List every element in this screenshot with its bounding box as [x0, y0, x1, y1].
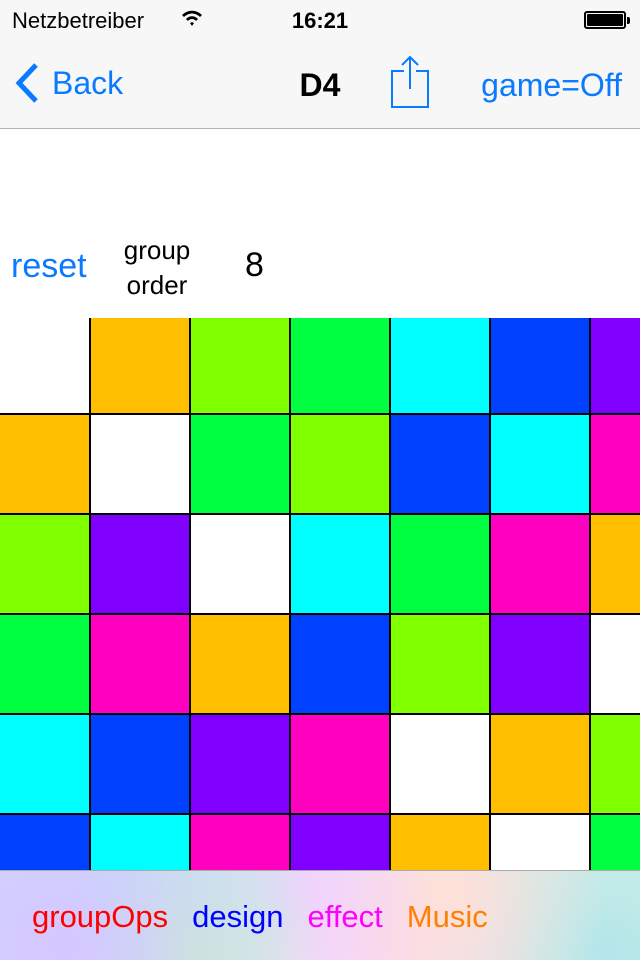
grid-cell-lime[interactable]: [190, 318, 290, 414]
grid-cell-green[interactable]: [0, 614, 90, 714]
grid-cell-orange[interactable]: [190, 614, 290, 714]
grid-cell-violet[interactable]: [290, 814, 390, 870]
grid-cell-orange[interactable]: [90, 318, 190, 414]
share-button[interactable]: [390, 55, 430, 114]
back-button[interactable]: Back: [14, 62, 123, 104]
grid-cell-blue[interactable]: [290, 614, 390, 714]
grid-cell-white[interactable]: [390, 714, 490, 814]
grid-cell-white[interactable]: [490, 814, 590, 870]
tab-music[interactable]: Music: [406, 899, 488, 934]
tab-design[interactable]: design: [192, 899, 284, 934]
grid-cell-violet[interactable]: [590, 318, 640, 414]
grid-cell-blue[interactable]: [0, 814, 90, 870]
grid-cell-magenta[interactable]: [190, 814, 290, 870]
grid-cell-white[interactable]: [590, 614, 640, 714]
grid-cell-lime[interactable]: [0, 514, 90, 614]
share-icon: [391, 55, 429, 108]
grid-cell-lime[interactable]: [390, 614, 490, 714]
grid-cell-magenta[interactable]: [490, 514, 590, 614]
group-order-value: 8: [245, 246, 264, 284]
tab-groupops[interactable]: groupOps: [32, 899, 169, 934]
grid-cell-blue[interactable]: [490, 318, 590, 414]
grid-cell-white[interactable]: [90, 414, 190, 514]
grid-cell-blue[interactable]: [390, 414, 490, 514]
group-order-label-line1: group: [123, 235, 191, 265]
navigation-bar: Back D4 game=Off: [0, 40, 640, 129]
status-bar: Netzbetreiber 16:21: [0, 0, 640, 40]
grid-cell-green[interactable]: [390, 514, 490, 614]
grid-cell-violet[interactable]: [490, 614, 590, 714]
grid-cell-cyan[interactable]: [290, 514, 390, 614]
grid-cell-violet[interactable]: [90, 514, 190, 614]
grid-cell-green[interactable]: [290, 318, 390, 414]
group-order-label: group order: [107, 233, 207, 303]
grid-cell-blue[interactable]: [90, 714, 190, 814]
grid-cell-cyan[interactable]: [490, 414, 590, 514]
grid-cell-magenta[interactable]: [590, 414, 640, 514]
battery-icon: [584, 11, 630, 29]
grid-cell-green[interactable]: [190, 414, 290, 514]
group-order-label-line2: order: [126, 270, 188, 300]
grid-cell-magenta[interactable]: [290, 714, 390, 814]
grid-cell-magenta[interactable]: [90, 614, 190, 714]
grid-cell-orange[interactable]: [590, 514, 640, 614]
reset-button[interactable]: reset: [11, 247, 87, 285]
grid-cell-violet[interactable]: [190, 714, 290, 814]
clock: 16:21: [291, 8, 349, 33]
cayley-table-grid: [0, 318, 640, 870]
grid-cell-cyan[interactable]: [90, 814, 190, 870]
grid-cell-orange[interactable]: [390, 814, 490, 870]
game-toggle-button[interactable]: game=Off: [481, 67, 622, 103]
chevron-left-icon: [15, 63, 38, 103]
carrier-label: Netzbetreiber: [12, 8, 145, 33]
back-label: Back: [52, 64, 124, 101]
wifi-icon: [180, 8, 204, 34]
grid-cell-cyan[interactable]: [390, 318, 490, 414]
grid-cell-cyan[interactable]: [0, 714, 90, 814]
grid-cell-white[interactable]: [0, 318, 90, 414]
grid-cell-lime[interactable]: [290, 414, 390, 514]
grid-cell-lime[interactable]: [590, 714, 640, 814]
bottom-tab-bar: groupOps design effect Music: [0, 870, 640, 960]
grid-cell-green[interactable]: [590, 814, 640, 870]
page-title: D4: [299, 67, 341, 103]
grid-cell-orange[interactable]: [0, 414, 90, 514]
grid-cell-orange[interactable]: [490, 714, 590, 814]
tab-effect[interactable]: effect: [307, 899, 383, 934]
grid-cell-white[interactable]: [190, 514, 290, 614]
